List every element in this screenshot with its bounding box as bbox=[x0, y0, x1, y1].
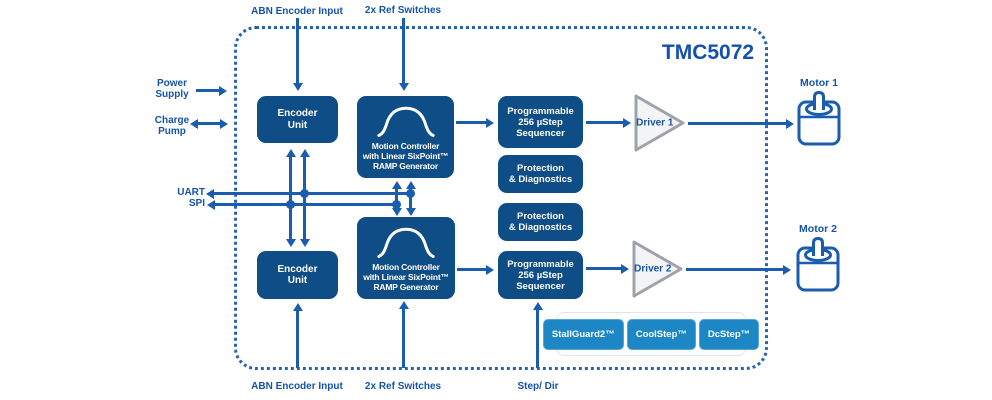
junction-dot bbox=[392, 200, 401, 209]
block-protection-1: Protection & Diagnostics bbox=[498, 155, 583, 193]
block-text: Sequencer bbox=[516, 280, 565, 292]
chip-title: TMC5072 bbox=[661, 41, 755, 64]
block-text: Motion Controller bbox=[372, 261, 440, 272]
arrow-driver1-to-motor1 bbox=[688, 122, 787, 125]
arrow-mc1-to-seq1 bbox=[456, 121, 487, 124]
block-text: Programmable bbox=[507, 105, 574, 117]
port-label-abn-encoder-bottom: ABN Encoder Input bbox=[251, 381, 343, 392]
bus-vertical-encoder-b bbox=[303, 156, 306, 240]
driver-2: Driver 2 bbox=[632, 239, 684, 299]
bus-vertical-motion-b bbox=[409, 188, 412, 209]
block-motion-controller-1: Motion Controller with Linear SixPoint™ … bbox=[357, 96, 454, 178]
block-text: Programmable bbox=[507, 258, 574, 270]
block-motion-controller-2: Motion Controller with Linear SixPoint™ … bbox=[357, 217, 455, 299]
port-label-step-dir: Step/ Dir bbox=[517, 381, 559, 392]
block-protection-2: Protection & Diagnostics bbox=[498, 203, 583, 241]
arrow-driver2-to-motor2 bbox=[686, 268, 784, 271]
driver-1: Driver 1 bbox=[634, 93, 686, 153]
ramp-profile-icon bbox=[377, 227, 435, 258]
port-label-ref-switches-top: 2x Ref Switches bbox=[364, 5, 442, 16]
block-text: Motion Controller bbox=[371, 140, 440, 151]
amplifier-triangle-icon bbox=[634, 94, 685, 152]
bus-vertical-encoder-a bbox=[289, 156, 292, 240]
port-label-charge-pump: Charge Pump bbox=[154, 115, 190, 137]
port-label-ref-switches-bottom: 2x Ref Switches bbox=[364, 381, 442, 392]
block-encoder-unit-1: Encoder Unit bbox=[257, 96, 338, 143]
block-text: Protection bbox=[517, 211, 564, 222]
chip-boundary bbox=[234, 26, 768, 370]
feature-badge-dcstep: DcStep™ bbox=[698, 318, 760, 350]
block-text: RAMP Generator bbox=[373, 281, 439, 292]
motor-2-label: Motor 2 bbox=[799, 223, 837, 235]
driver-2-label: Driver 2 bbox=[634, 263, 672, 275]
arrow-charge-pump-bidir bbox=[197, 122, 221, 125]
spi-bus-line bbox=[214, 203, 398, 206]
block-text: 256 µStep bbox=[518, 269, 563, 281]
arrow-ref-switches-bottom bbox=[402, 308, 405, 368]
bus-vertical-motion-a bbox=[395, 188, 398, 209]
port-label-abn-encoder-top: ABN Encoder Input bbox=[251, 6, 343, 17]
block-text: Sequencer bbox=[516, 127, 565, 139]
block-sequencer-1: Programmable 256 µStep Sequencer bbox=[498, 96, 583, 148]
block-text: Encoder bbox=[277, 108, 318, 119]
feature-badges: StallGuard2™ CoolStep™ DcStep™ bbox=[542, 312, 760, 356]
block-text: with Linear SixPoint™ bbox=[362, 150, 449, 161]
arrow-mc2-to-seq2 bbox=[457, 268, 487, 271]
block-text: & Diagnostics bbox=[508, 222, 573, 233]
arrow-abn-encoder-bottom bbox=[296, 310, 299, 368]
block-text: Unit bbox=[287, 275, 308, 286]
block-text: & Diagnostics bbox=[508, 174, 573, 185]
driver-1-label: Driver 1 bbox=[636, 117, 674, 129]
arrow-seq1-to-driver1 bbox=[586, 121, 624, 124]
junction-dot bbox=[286, 200, 295, 209]
block-text: with Linear SixPoint™ bbox=[363, 271, 449, 282]
arrow-ref-switches-top bbox=[402, 18, 405, 84]
block-text: Protection bbox=[517, 163, 564, 174]
port-label-power-supply: Power Supply bbox=[155, 78, 189, 100]
motor-1-label: Motor 1 bbox=[800, 77, 838, 89]
arrow-power-supply-in bbox=[196, 89, 220, 92]
amplifier-triangle-icon bbox=[632, 240, 683, 298]
block-encoder-unit-2: Encoder Unit bbox=[257, 251, 338, 299]
block-sequencer-2: Programmable 256 µStep Sequencer bbox=[498, 251, 583, 299]
motor-2-icon bbox=[796, 236, 840, 292]
junction-dot bbox=[300, 189, 309, 198]
feature-badge-coolstep: CoolStep™ bbox=[626, 318, 696, 350]
arrow-abn-encoder-top bbox=[296, 18, 299, 84]
block-text: RAMP Generator bbox=[372, 160, 439, 171]
block-text: Unit bbox=[287, 119, 308, 131]
ramp-profile-icon bbox=[376, 106, 435, 137]
block-text: 256 µStep bbox=[518, 116, 563, 128]
motor-1-icon bbox=[797, 90, 841, 146]
block-text: Encoder bbox=[277, 263, 318, 275]
port-label-spi: SPI bbox=[188, 198, 205, 209]
uart-bus-line bbox=[213, 192, 411, 195]
port-label-uart: UART bbox=[177, 187, 205, 198]
junction-dot bbox=[406, 189, 415, 198]
arrow-seq2-to-driver2 bbox=[586, 267, 622, 270]
arrow-step-dir bbox=[536, 309, 539, 368]
feature-badge-stallguard2: StallGuard2™ bbox=[542, 318, 624, 350]
